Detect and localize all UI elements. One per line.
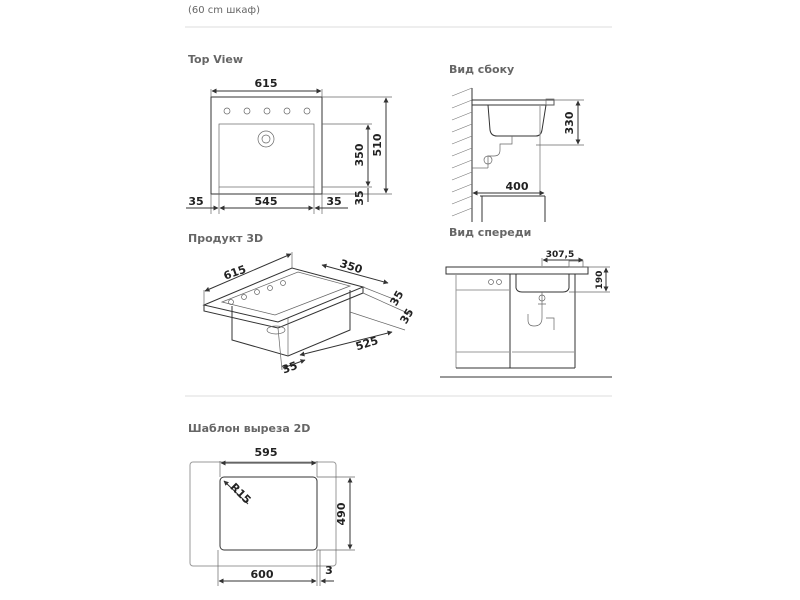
- template-2d-title: Шаблон выреза 2D: [188, 422, 310, 435]
- front-view-drawing: Вид спереди 307,5 190: [440, 226, 612, 378]
- template-gap-dimension: 3: [325, 564, 333, 577]
- front-view-title: Вид спереди: [449, 226, 531, 239]
- template-radius-dimension: R15: [227, 481, 253, 507]
- 3d-front-edge-dimension: 35: [280, 359, 299, 376]
- bowl-height-dimension: 350: [353, 143, 366, 166]
- side-depth-dimension: 400: [506, 180, 529, 193]
- left-margin-dimension: 35: [188, 195, 203, 208]
- right-margin-dimension: 35: [326, 195, 341, 208]
- top-view-drawing: Top View 615 350 510 35: [186, 53, 392, 214]
- bottom-margin-dimension: 35: [353, 190, 366, 205]
- front-offset-dimension: 307,5: [546, 250, 574, 260]
- top-view-title: Top View: [188, 53, 243, 66]
- cabinet-caption: (60 cm шкаф): [188, 5, 260, 16]
- side-view-drawing: Вид сбоку: [449, 63, 584, 222]
- top-width-dimension: 615: [255, 77, 278, 90]
- template-inner-width-dimension: 595: [255, 446, 278, 459]
- template-outer-width-dimension: 600: [251, 568, 274, 581]
- total-height-dimension: 510: [371, 133, 384, 156]
- side-height-dimension: 330: [563, 111, 576, 134]
- product-3d-drawing: Продукт 3D 615 350 35 35 525: [188, 232, 416, 376]
- inner-width-dimension: 545: [255, 195, 278, 208]
- 3d-depth-dimension: 525: [354, 334, 380, 353]
- product-3d-title: Продукт 3D: [188, 232, 263, 245]
- front-height-dimension: 190: [595, 271, 605, 290]
- side-view-title: Вид сбоку: [449, 63, 514, 76]
- 3d-edge-b-dimension: 35: [398, 306, 417, 326]
- template-height-dimension: 490: [335, 502, 348, 525]
- cutout-template-drawing: Шаблон выреза 2D 595 R15 490 600 3: [188, 422, 355, 586]
- 3d-width-dimension: 615: [222, 263, 248, 283]
- 3d-bowl-width-dimension: 350: [338, 257, 364, 277]
